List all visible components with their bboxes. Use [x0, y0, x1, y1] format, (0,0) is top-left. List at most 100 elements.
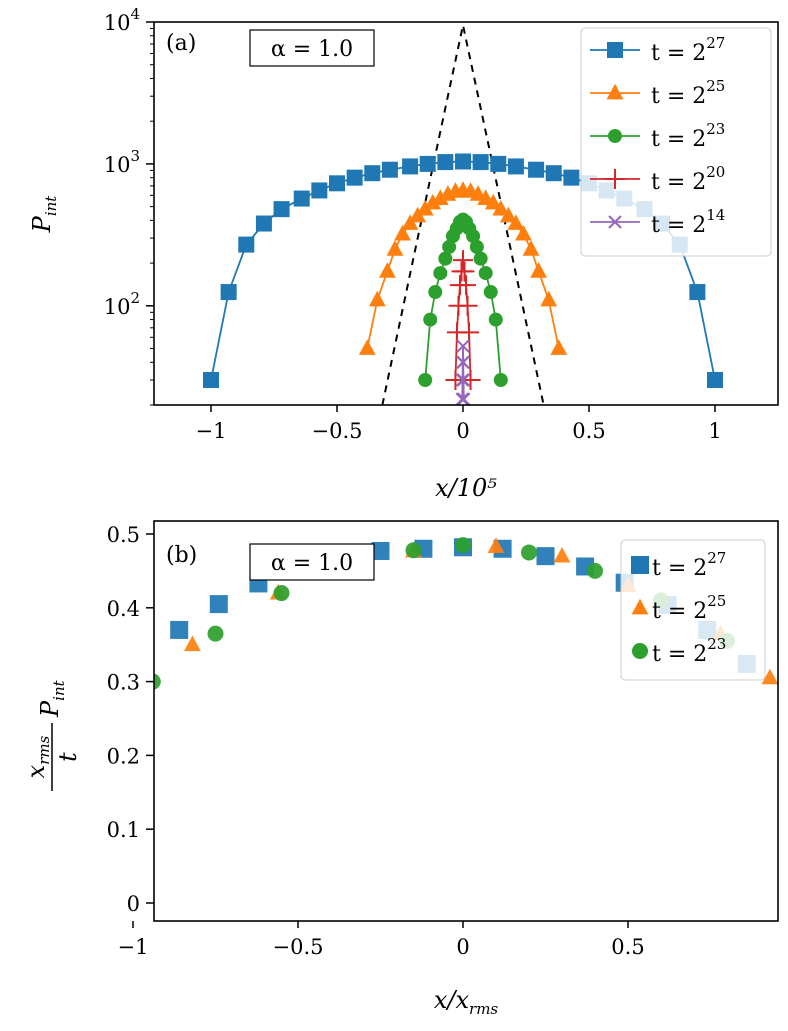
panel-b-annotation-text: α = 1.0	[271, 551, 353, 576]
data-point	[488, 312, 503, 327]
x-tick-label: 0	[456, 935, 469, 959]
data-point	[484, 193, 502, 210]
data-point	[522, 240, 540, 256]
panel-b-legend: t = 227 t = 225 t = 223	[620, 539, 766, 681]
svg-text:t: t	[54, 752, 82, 762]
data-point	[207, 625, 224, 642]
panel-a-axes-frame	[153, 21, 779, 406]
data-point	[459, 322, 480, 343]
x-tick-label: 1	[708, 419, 721, 443]
data-point	[424, 193, 442, 210]
legend-item: t = 220	[590, 163, 725, 195]
data-point	[472, 154, 489, 171]
data-point	[781, 695, 788, 713]
data-point	[238, 236, 255, 253]
x-tick-label: 0.5	[611, 935, 644, 959]
y-tick-label: 103	[104, 147, 140, 177]
data-point	[170, 620, 189, 639]
data-point	[220, 284, 237, 301]
data-point	[453, 250, 473, 271]
legend-item: t = 225	[631, 592, 726, 624]
data-point	[456, 373, 471, 387]
y-tick-label: 0.4	[107, 597, 140, 621]
data-point	[550, 339, 568, 355]
series-line	[461, 346, 465, 400]
data-point	[416, 199, 434, 216]
data-point	[456, 275, 477, 296]
panel-b-x-axis-label: x/xrms	[434, 986, 499, 1018]
data-point	[431, 189, 449, 205]
data-point	[587, 562, 603, 579]
data-point	[381, 161, 398, 178]
y-tick-label: 0.3	[107, 671, 140, 695]
svg-text:Pint: Pint	[36, 679, 68, 718]
data-point	[530, 262, 547, 278]
data-point	[707, 372, 723, 389]
data-point	[507, 214, 525, 230]
panel-b-y-ticks: 00.10.20.30.40.5	[107, 523, 154, 916]
data-point	[92, 713, 109, 729]
data-point	[528, 161, 545, 178]
data-point	[442, 239, 457, 254]
legend-label: t = 225	[652, 592, 726, 624]
y-tick-label: 0.2	[107, 744, 140, 768]
y-tick-label: 0.5	[107, 523, 140, 547]
legend-marker	[608, 129, 622, 143]
data-point	[379, 262, 396, 278]
data-point	[76, 733, 92, 749]
data-point	[492, 199, 510, 216]
data-point	[490, 155, 507, 172]
data-point	[437, 154, 454, 171]
legend-marker	[631, 556, 649, 574]
series-14	[455, 339, 471, 405]
data-point	[311, 182, 328, 199]
data-point	[346, 169, 363, 186]
data-point	[358, 339, 376, 355]
panel-b-axes-frame	[153, 520, 779, 922]
data-point	[487, 537, 505, 553]
legend-item: t = 223	[632, 635, 726, 667]
data-point	[545, 165, 562, 182]
legend-label: t = 227	[652, 549, 726, 581]
panel-a-annotation-text: α = 1.0	[271, 37, 353, 62]
data-point	[368, 290, 386, 307]
data-point	[371, 541, 390, 560]
data-point	[455, 537, 471, 554]
data-point	[689, 284, 706, 301]
x-tick-label: −1	[118, 935, 149, 959]
legend-marker	[605, 169, 625, 189]
data-point	[428, 285, 443, 300]
svg-text:xrms: xrms	[22, 735, 53, 778]
data-point	[456, 355, 470, 369]
series-23	[418, 212, 508, 388]
data-point	[469, 239, 484, 254]
legend-marker	[608, 215, 622, 229]
data-point	[433, 266, 448, 281]
panel-a-x-axis-label: x/10⁵	[435, 474, 497, 502]
data-point	[457, 295, 478, 316]
data-point	[255, 215, 272, 232]
legend-label: t = 220	[651, 163, 725, 195]
legend-label: t = 214	[651, 206, 725, 238]
legend-marker	[607, 42, 623, 58]
x-tick-label: −0.5	[273, 935, 324, 959]
panel-b: −1.5−1−0.500.511.5 00.10.20.30.40.5 (b) …	[5, 520, 788, 1018]
data-point	[423, 312, 438, 327]
data-point	[10, 799, 26, 815]
panel-a-y-axis-label: Pint	[28, 195, 60, 234]
y-tick-label: 0	[127, 892, 140, 916]
data-point	[466, 229, 481, 244]
panel-b-tag: (b)	[166, 543, 197, 568]
legend-item: t = 214	[590, 206, 725, 238]
data-point	[5, 791, 23, 809]
legend-marker	[632, 643, 648, 659]
data-point	[402, 158, 419, 175]
data-point	[405, 542, 422, 559]
legend-label: t = 223	[652, 635, 726, 667]
legend-marker	[631, 598, 649, 615]
data-point	[499, 206, 517, 223]
